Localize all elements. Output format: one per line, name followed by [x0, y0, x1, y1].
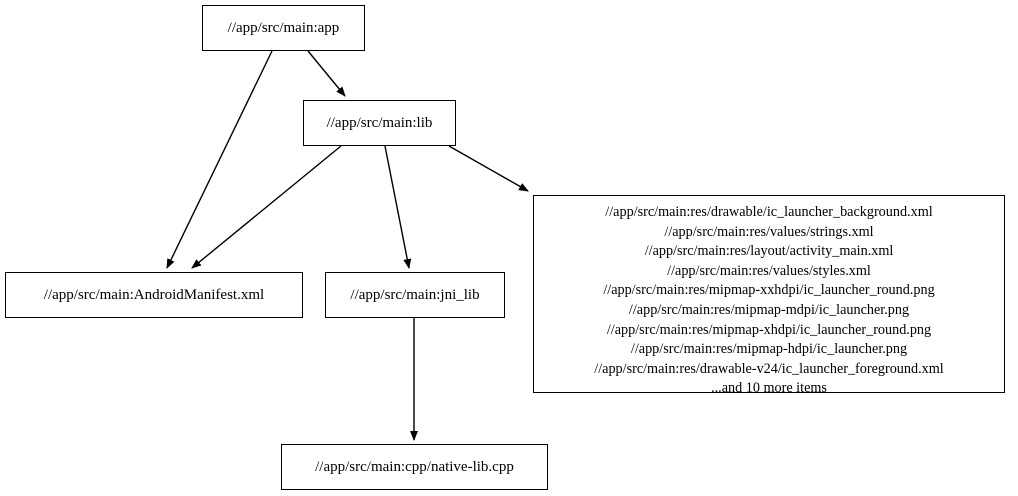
node-lib-label: //app/src/main:lib [326, 114, 433, 131]
node-native-lib-cpp[interactable]: //app/src/main:cpp/native-lib.cpp [281, 444, 548, 490]
edge-lib-to-manifest [191, 145, 342, 269]
node-android-manifest[interactable]: //app/src/main:AndroidManifest.xml [5, 272, 303, 318]
edge-lib-to-jni-lib [384, 145, 412, 269]
node-jni-lib-label: //app/src/main:jni_lib [350, 286, 480, 303]
edge-lib-to-res-bundle [448, 145, 529, 192]
node-lib[interactable]: //app/src/main:lib [303, 100, 456, 146]
node-jni-lib[interactable]: //app/src/main:jni_lib [325, 272, 505, 318]
node-native-lib-cpp-label: //app/src/main:cpp/native-lib.cpp [315, 458, 514, 475]
node-app[interactable]: //app/src/main:app [202, 5, 365, 51]
node-app-label: //app/src/main:app [227, 19, 340, 36]
edge-app-to-manifest [166, 50, 273, 269]
edge-app-to-lib [307, 50, 346, 97]
node-android-manifest-label: //app/src/main:AndroidManifest.xml [43, 286, 265, 303]
node-res-bundle[interactable]: //app/src/main:res/drawable/ic_launcher_… [533, 195, 1005, 396]
